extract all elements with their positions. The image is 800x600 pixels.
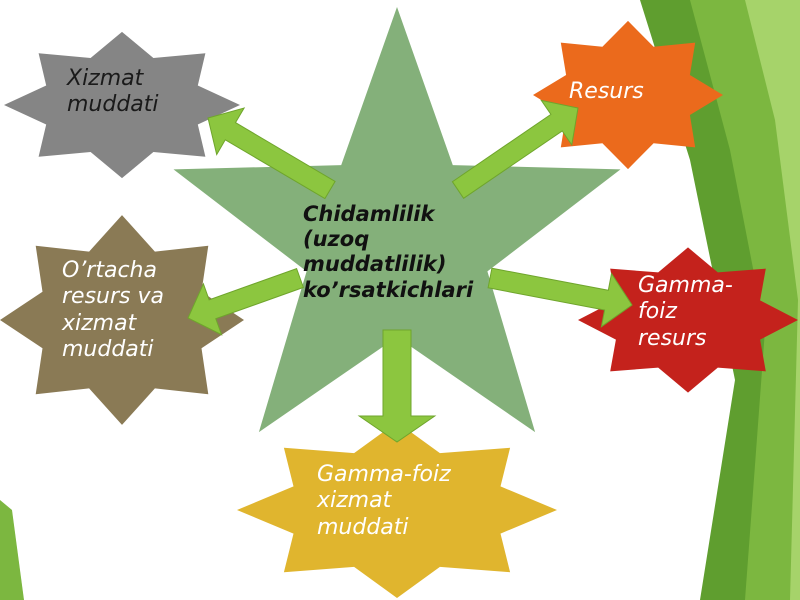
center-star-shape: [173, 7, 621, 433]
arrow-to-ortacha-resurs: [187, 267, 305, 336]
bg-ribbon-front: [745, 0, 800, 600]
node-label-gamma-foiz-resurs: Gamma-foiz resurs: [638, 273, 733, 351]
node-label-xizmat-muddati: Xizmat muddati: [67, 66, 159, 118]
node-label-ortacha-resurs: O’rtacha resurs va xizmat muddati: [62, 258, 164, 363]
arrow-to-resurs: [451, 99, 579, 199]
arrow-to-xizmat-muddati: [207, 107, 336, 200]
node-shape-gamma-foiz-resurs: [578, 247, 798, 393]
bg-ribbon-mid: [690, 0, 800, 600]
center-label: Chidamlilik (uzoq muddatlilik) ko’rsatki…: [303, 202, 474, 302]
node-shape-resurs: [533, 20, 723, 170]
node-label-resurs: Resurs: [569, 79, 644, 104]
node-shape-gamma-foiz-xizmat: [237, 422, 557, 598]
connector-arrows: [187, 99, 633, 443]
node-shape-ortacha-resurs: [0, 215, 244, 425]
arrow-to-gamma-foiz-xizmat: [357, 329, 437, 443]
node-shape-xizmat-muddati: [4, 31, 240, 179]
arrow-to-gamma-foiz-resurs: [487, 267, 633, 328]
node-label-gamma-foiz-xizmat: Gamma-foiz xizmat muddati: [317, 462, 451, 540]
bg-ribbon-left: [0, 500, 24, 600]
node-shapes: [0, 7, 798, 598]
